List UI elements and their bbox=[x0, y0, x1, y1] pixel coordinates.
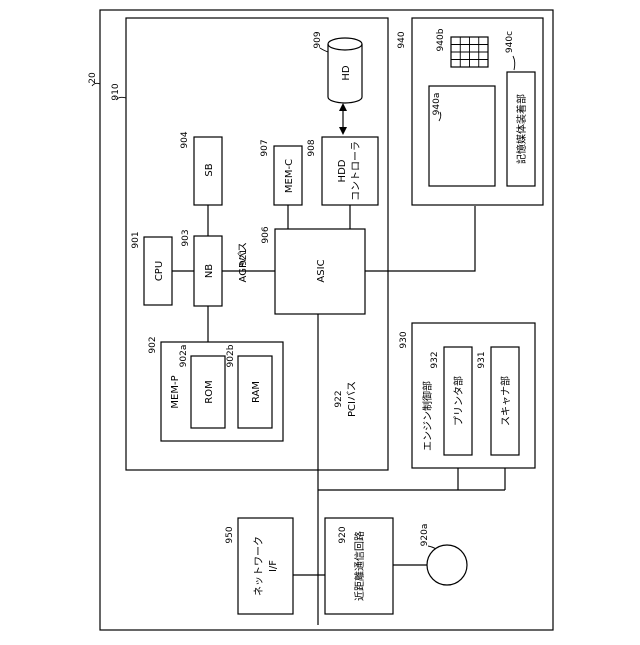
hd-label: HD bbox=[341, 65, 352, 81]
rom-label: ROM bbox=[204, 380, 215, 403]
sb-label: SB bbox=[204, 163, 215, 176]
pci-bus-label: PCIバス bbox=[346, 381, 358, 417]
ref-903: 903 bbox=[181, 229, 191, 246]
ref-906: 906 bbox=[261, 226, 271, 243]
hdd-controller-908 bbox=[322, 137, 378, 205]
agp-bus-label: AGPバス bbox=[237, 242, 249, 282]
cpu-label: CPU bbox=[154, 261, 165, 281]
ref-909: 909 bbox=[313, 31, 323, 48]
printer-label: プリンタ部 bbox=[452, 376, 465, 426]
ref-931: 931 bbox=[477, 351, 487, 368]
ref-902a: 902a bbox=[179, 345, 189, 368]
network-label-line1: ネットワーク bbox=[253, 536, 265, 596]
ref-940: 940 bbox=[397, 31, 407, 48]
ref-908: 908 bbox=[307, 139, 317, 156]
ref-940b: 940b bbox=[436, 28, 446, 51]
ref-932: 932 bbox=[430, 351, 440, 368]
keypad-940b bbox=[451, 37, 488, 67]
mem-p-label: MEM-P bbox=[170, 375, 181, 408]
ref-901: 901 bbox=[131, 231, 141, 248]
ref-940a: 940a bbox=[432, 93, 442, 116]
ref-902b: 902b bbox=[226, 344, 236, 367]
network-label-line2: I/F bbox=[268, 560, 279, 572]
nb-label: NB bbox=[204, 264, 215, 278]
ref-920: 920 bbox=[338, 526, 348, 543]
antenna-920a bbox=[427, 545, 467, 585]
ref-940c: 940c bbox=[505, 31, 515, 53]
hdd-label-line1: HDD bbox=[337, 159, 348, 182]
network-if-950 bbox=[238, 518, 293, 614]
ref-902: 902 bbox=[148, 336, 158, 353]
ref-930: 930 bbox=[399, 331, 409, 348]
ref-904: 904 bbox=[180, 131, 190, 148]
ref-950: 950 bbox=[225, 526, 235, 543]
engine-ctrl-label: エンジン制御部 bbox=[421, 381, 434, 451]
ref-20: 20 bbox=[88, 72, 98, 84]
storage-loader-label: 記憶媒体装着部 bbox=[515, 94, 528, 164]
short-range-label: 近距離通信回路 bbox=[353, 531, 366, 601]
ref-922: 922 bbox=[334, 390, 344, 407]
mem-c-label: MEM-C bbox=[284, 159, 295, 193]
ref-907: 907 bbox=[260, 139, 270, 156]
hdd-label-line2: コントローラ bbox=[350, 141, 362, 201]
ref-920a: 920a bbox=[420, 524, 430, 547]
asic-label: ASIC bbox=[316, 259, 327, 282]
hd-909: HD bbox=[328, 38, 362, 103]
scanner-label: スキャナ部 bbox=[499, 376, 512, 426]
ram-label: RAM bbox=[251, 381, 262, 403]
